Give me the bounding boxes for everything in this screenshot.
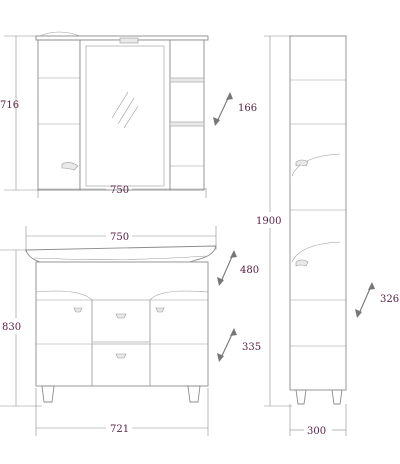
vanity-drawer-depth-dimension: 335: [217, 328, 261, 362]
vanity-height-label: 830: [2, 322, 21, 333]
vanity-unit: [25, 245, 217, 403]
vanity-depth-dimension: 480: [217, 250, 259, 286]
vanity-top-width-label: 750: [110, 232, 129, 243]
mirror-depth-label: 166: [238, 103, 257, 114]
vanity-depth-label: 480: [240, 265, 259, 276]
cabinet-width-dimension: 300: [289, 404, 347, 437]
vanity-base-width-dimension: 721: [35, 388, 209, 436]
cabinet-depth-label: 326: [380, 294, 399, 305]
vanity-height-dimension: 830: [0, 249, 42, 407]
mirror-width-dimension: 750: [37, 185, 207, 198]
mirror-height-dimension: 716: [0, 35, 38, 191]
cabinet-height-label: 1900: [256, 216, 281, 227]
cabinet-height-dimension: 1900: [256, 35, 292, 407]
vanity-top-width-dimension: 750: [25, 226, 217, 252]
vanity-base-width-label: 721: [110, 424, 129, 435]
mirror-depth-dimension: 166: [213, 92, 257, 126]
cabinet-width-label: 300: [307, 426, 326, 437]
mirror-width-label: 750: [110, 185, 129, 196]
tall-cabinet: [289, 35, 347, 405]
vanity-drawer-depth-label: 335: [242, 342, 261, 353]
mirror-cabinet: [35, 31, 209, 191]
cabinet-depth-dimension: 326: [355, 282, 399, 318]
mirror-height-label: 716: [0, 100, 19, 111]
